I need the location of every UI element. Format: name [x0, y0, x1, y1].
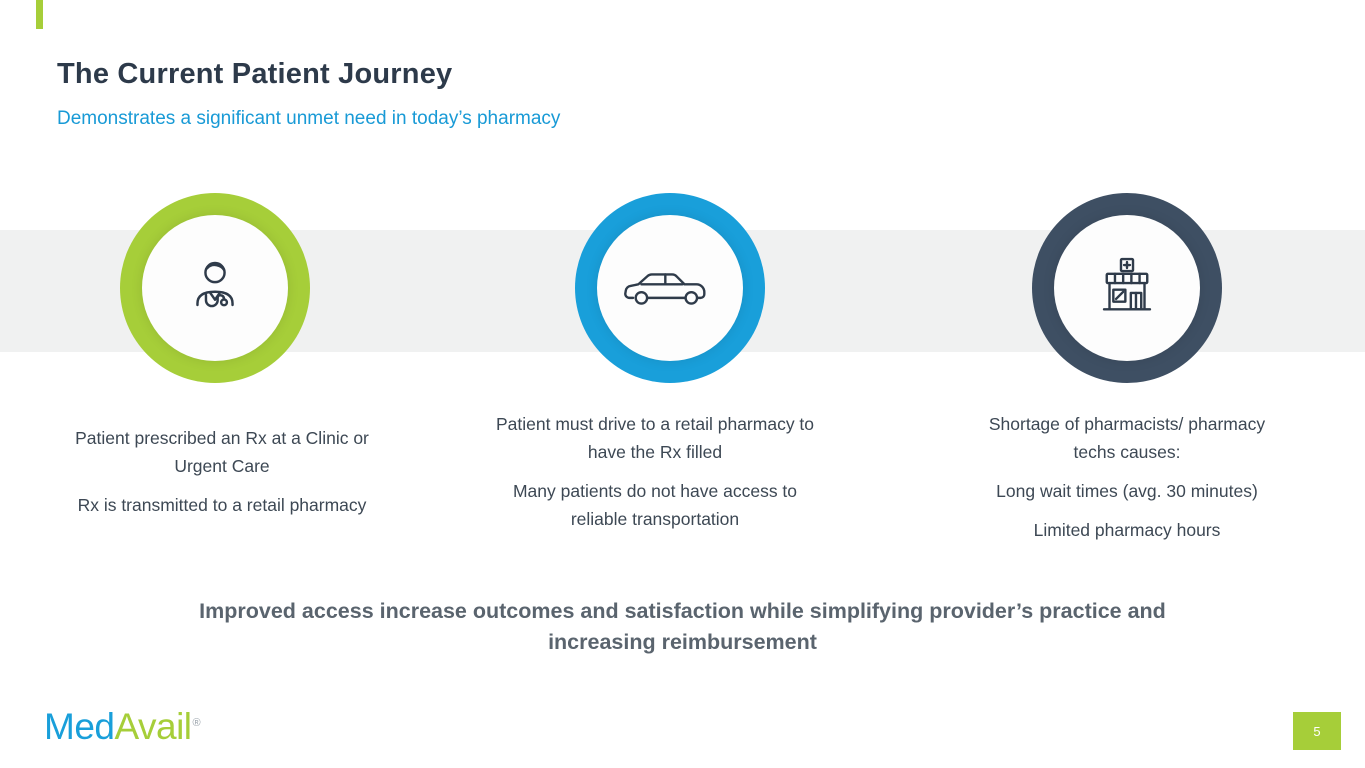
- registered-mark: ®: [192, 716, 201, 729]
- pharmacy-icon: [1092, 253, 1162, 323]
- journey-step-clinic-circle: [142, 215, 288, 361]
- medavail-logo: MedAvail®: [44, 706, 201, 748]
- step-text-line: Many patients do not have access to reli…: [512, 481, 798, 529]
- step-text-line: Long wait times (avg. 30 minutes): [996, 481, 1258, 501]
- page-title: The Current Patient Journey: [57, 58, 453, 90]
- journey-step-clinic-text: Patient prescribed an Rx at a Clinic or …: [62, 424, 382, 530]
- car-icon: [618, 264, 722, 312]
- doctor-icon: [181, 254, 249, 322]
- top-accent-bar: [36, 0, 43, 29]
- journey-step-transport-text: Patient must drive to a retail pharmacy …: [485, 410, 825, 544]
- journey-step-transport-circle: [597, 215, 743, 361]
- journey-step-pharmacy-circle: [1054, 215, 1200, 361]
- step-text-line: Rx is transmitted to a retail pharmacy: [77, 495, 367, 515]
- step-text-line: Patient must drive to a retail pharmacy …: [495, 414, 815, 462]
- journey-step-transport-badge: [575, 193, 765, 383]
- takeaway-statement: Improved access increase outcomes and sa…: [199, 599, 1166, 655]
- step-text-line: Shortage of pharmacists/ pharmacy techs …: [988, 414, 1266, 462]
- page-subtitle: Demonstrates a significant unmet need in…: [57, 108, 561, 129]
- logo-part-med: Med: [44, 706, 115, 747]
- journey-step-pharmacy-badge: [1032, 193, 1222, 383]
- logo-part-avail: Avail: [114, 706, 192, 747]
- page-number-badge: 5: [1293, 712, 1341, 750]
- step-text-line: Patient prescribed an Rx at a Clinic or …: [75, 428, 369, 476]
- journey-step-pharmacy-text: Shortage of pharmacists/ pharmacy techs …: [972, 410, 1282, 555]
- journey-step-clinic-badge: [120, 193, 310, 383]
- page-number: 5: [1313, 723, 1321, 739]
- step-text-line: Limited pharmacy hours: [1033, 520, 1221, 540]
